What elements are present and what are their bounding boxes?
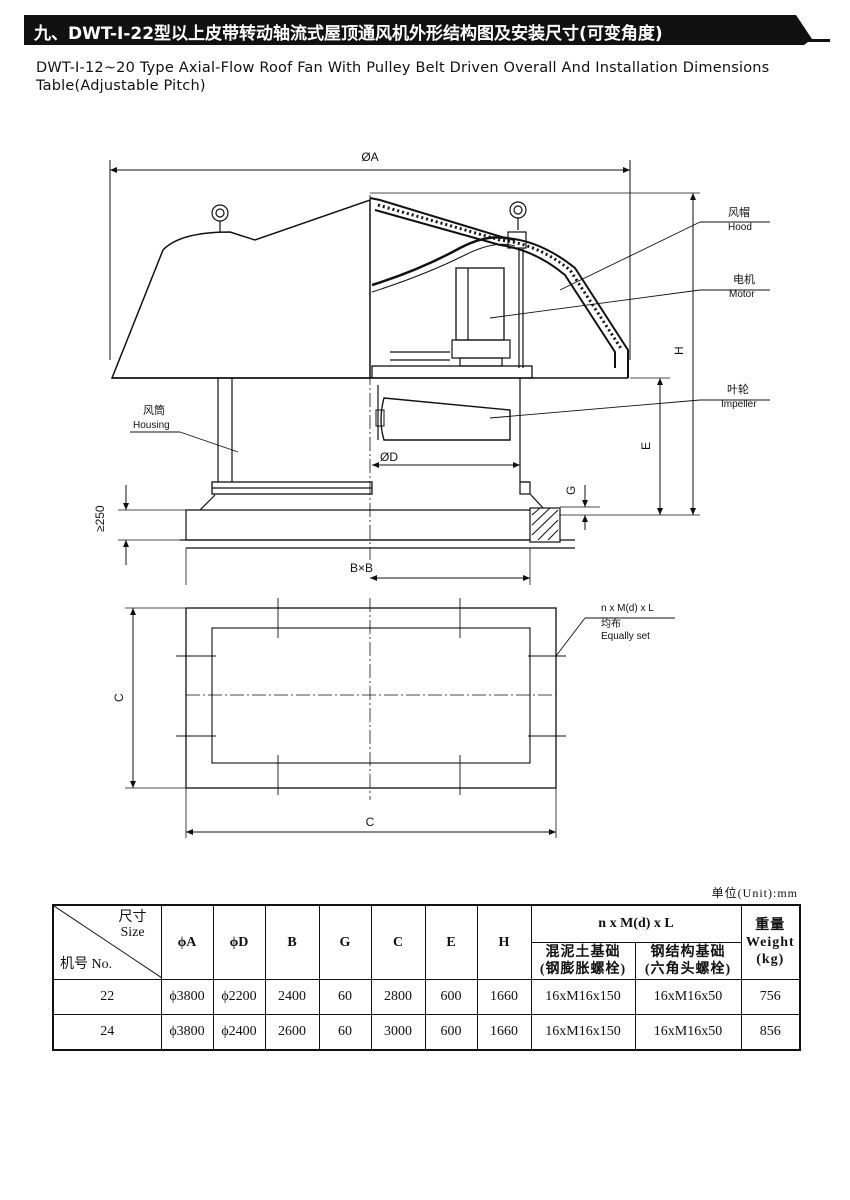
cell-concrete: 16xM16x150 xyxy=(530,1014,636,1051)
dim-label-250: ≥250 xyxy=(93,505,107,532)
impeller-label-en: Impeller xyxy=(721,399,757,410)
page-title: 九、DWT-I-22型以上皮带转动轴流式屋顶通风机外形结构图及安装尺寸(可变角度… xyxy=(34,24,663,44)
cell-B: 2600 xyxy=(264,1014,320,1051)
dimensions-table: 尺寸 Size 机号 No. ϕA ϕD B G C E H n x M(d) … xyxy=(52,904,802,1051)
fan-technical-drawing: ØA ØD B×B H E G ≥250 C C 风帽 Hood 电机 Moto… xyxy=(93,150,770,838)
dim-label-E: E xyxy=(639,442,653,450)
section-title-bar: 九、DWT-I-22型以上皮带转动轴流式屋顶通风机外形结构图及安装尺寸(可变角度… xyxy=(24,15,830,45)
corner-diagonal-line xyxy=(54,906,162,978)
cell-B: 2400 xyxy=(264,979,320,1015)
col-header-E: E xyxy=(424,904,478,980)
dim-label-bxb: B×B xyxy=(350,561,373,575)
dim-label-A: ØA xyxy=(361,150,378,164)
cell-D: ϕ2200 xyxy=(212,979,266,1015)
col-header-D: ϕD xyxy=(212,904,266,980)
col-header-steel: 钢结构基础 (六角头螺栓) xyxy=(634,942,742,980)
cell-no: 22 xyxy=(52,979,162,1015)
dim-label-H: H xyxy=(672,346,686,355)
table-row: 22 ϕ3800 ϕ2200 2400 60 2800 600 1660 16x… xyxy=(52,979,801,1015)
col-header-concrete: 混泥土基础 (钢膨胀螺栓) xyxy=(530,942,636,980)
cell-G: 60 xyxy=(318,979,372,1015)
bolt-spec-label: n x M(d) x L xyxy=(601,603,654,614)
cell-G: 60 xyxy=(318,1014,372,1051)
housing-label-cn: 风筒 xyxy=(143,403,165,417)
col-header-weight: 重量 Weight (kg) xyxy=(740,904,801,980)
col-header-C: C xyxy=(370,904,426,980)
cell-concrete: 16xM16x150 xyxy=(530,979,636,1015)
col-header-H: H xyxy=(476,904,532,980)
cell-no: 24 xyxy=(52,1014,162,1051)
impeller-label-cn: 叶轮 xyxy=(727,382,749,396)
dim-label-C-horizontal: C xyxy=(366,815,375,829)
cell-E: 600 xyxy=(424,979,478,1015)
cell-C: 3000 xyxy=(370,1014,426,1051)
motor-label-cn: 电机 xyxy=(733,272,755,286)
motor-label-en: Motor xyxy=(729,289,755,300)
cell-C: 2800 xyxy=(370,979,426,1015)
hood-label-cn: 风帽 xyxy=(728,206,750,219)
housing-label-en: Housing xyxy=(133,420,170,431)
col-header-B: B xyxy=(264,904,320,980)
cell-E: 600 xyxy=(424,1014,478,1051)
col-header-bolt: n x M(d) x L xyxy=(530,904,742,943)
dim-label-D: ØD xyxy=(380,450,398,464)
equally-set-label-cn: 均布 xyxy=(601,618,621,630)
page-subtitle: DWT-I-12~20 Type Axial-Flow Roof Fan Wit… xyxy=(36,60,770,94)
cell-steel: 16xM16x50 xyxy=(634,979,742,1015)
cell-weight: 756 xyxy=(740,979,801,1015)
title-banner-shape xyxy=(24,15,830,45)
cell-H: 1660 xyxy=(476,979,532,1015)
corner-no-label: 机号 No. xyxy=(60,957,113,972)
col-header-A: ϕA xyxy=(160,904,214,980)
cell-D: ϕ2400 xyxy=(212,1014,266,1051)
col-header-G: G xyxy=(318,904,372,980)
dim-label-C-vertical: C xyxy=(112,693,126,702)
cell-A: ϕ3800 xyxy=(160,1014,214,1051)
cell-weight: 856 xyxy=(740,1014,801,1051)
hood-label-en: Hood xyxy=(728,222,752,233)
cell-A: ϕ3800 xyxy=(160,979,214,1015)
unit-label: 单位(Unit):mm xyxy=(711,886,798,900)
corner-size-label: 尺寸 Size xyxy=(118,910,147,940)
table-corner-cell: 尺寸 Size 机号 No. xyxy=(52,904,162,980)
cell-steel: 16xM16x50 xyxy=(634,1014,742,1051)
equally-set-label-en: Equally set xyxy=(601,631,650,642)
cell-H: 1660 xyxy=(476,1014,532,1051)
dim-label-G: G xyxy=(564,486,578,495)
table-row: 24 ϕ3800 ϕ2400 2600 60 3000 600 1660 16x… xyxy=(52,1014,801,1051)
